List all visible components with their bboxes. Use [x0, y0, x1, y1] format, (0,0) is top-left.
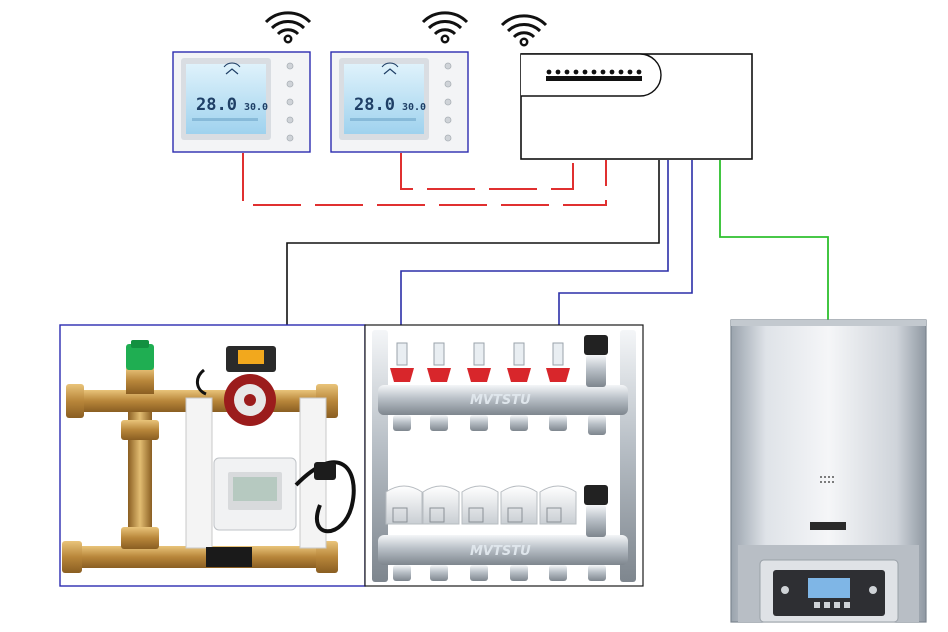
thermal-actuator: [385, 485, 423, 525]
thermostat-set-temp: 30.0: [244, 102, 268, 113]
manifold-brand: MVTSTU: [470, 544, 531, 559]
thermostat-buttons: [444, 62, 452, 142]
controller-terminal-row: [546, 69, 642, 81]
flow-meter: [390, 342, 414, 382]
thermostat-buttons: [286, 62, 294, 142]
boiler-display: [808, 578, 850, 598]
thermostat-lcd: [344, 64, 424, 134]
manifold-brand: MVTSTU: [470, 393, 531, 408]
manifold-supply-bar: [378, 385, 628, 415]
wiring-controller: [520, 53, 753, 160]
thermal-actuator: [539, 485, 577, 525]
boiler-buttons: [781, 586, 877, 608]
thermal-actuator: [500, 485, 538, 525]
boiler-brand-badge: [810, 522, 846, 530]
mixing-valve-actuator: [126, 344, 154, 370]
warning-label: [238, 350, 264, 364]
thermostat-lcd-icon: [223, 62, 241, 75]
boiler-wire: [719, 160, 829, 320]
thermal-actuator: [461, 485, 499, 525]
thermostat-lcd-icon: [381, 62, 399, 75]
boiler-vent: [820, 476, 834, 483]
wifi-icon: [421, 11, 469, 44]
air-vent-valve: [584, 335, 608, 355]
controller-wire: [286, 160, 660, 325]
wifi-icon: [500, 14, 548, 47]
wifi-icon: [264, 11, 312, 44]
thermostat-current-temp: 28.0: [196, 95, 237, 115]
flow-meter: [467, 342, 491, 382]
power-plug: [314, 462, 336, 480]
manifold-return-bar: [378, 535, 628, 565]
thermostat-2: 28.0 30.0: [330, 51, 469, 153]
thermostat-lcd: [186, 64, 266, 134]
mixing-pump-station: [59, 324, 366, 587]
flow-meter: [427, 342, 451, 382]
thermostat-set-temp: 30.0: [402, 102, 426, 113]
gas-boiler: [730, 319, 927, 623]
flow-meter: [546, 342, 570, 382]
thermostat-1: 28.0 30.0: [172, 51, 311, 153]
thermal-actuator: [422, 485, 460, 525]
thermostat-current-temp: 28.0: [354, 95, 395, 115]
air-vent-valve: [584, 485, 608, 505]
flow-meter: [507, 342, 531, 382]
thermostat-wires: [242, 153, 607, 206]
floor-heating-manifold: MVTSTU MVTSTU: [364, 324, 644, 587]
